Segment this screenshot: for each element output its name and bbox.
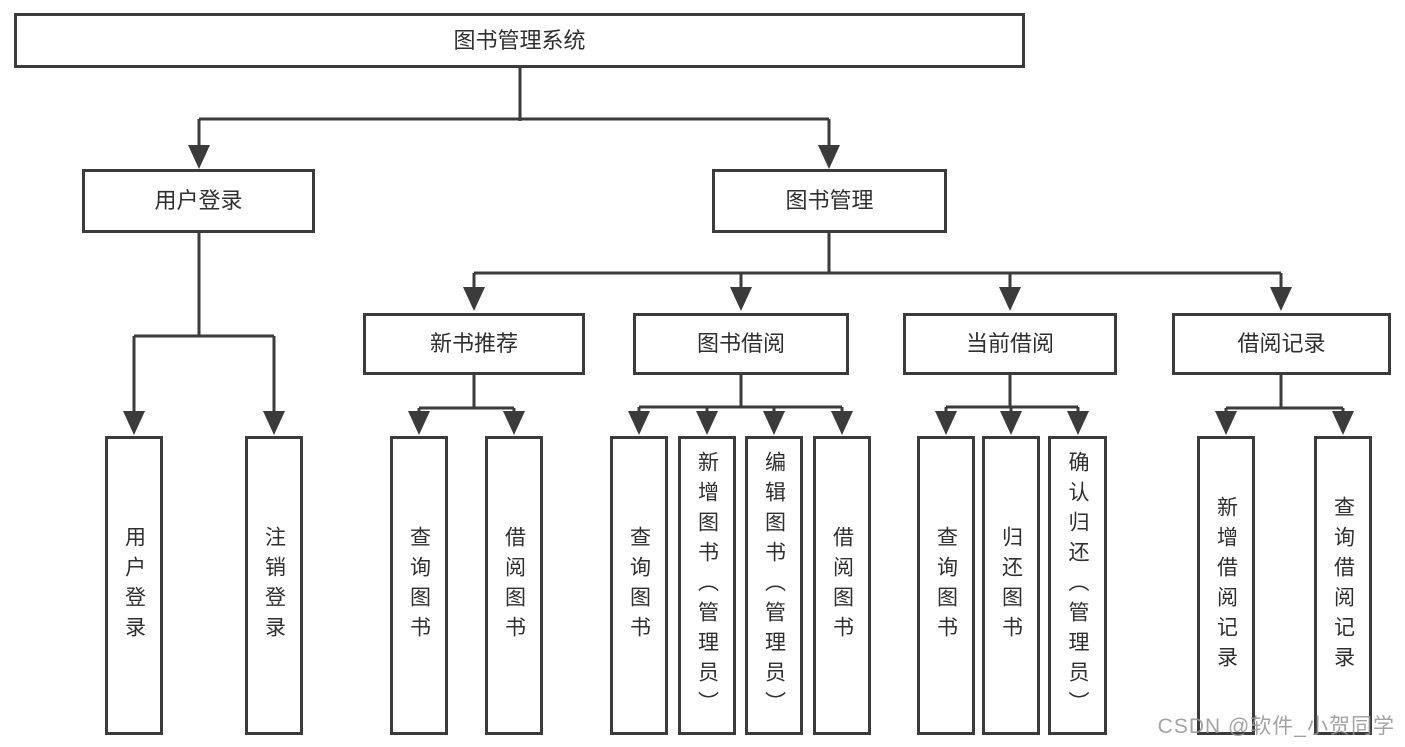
node-leaf-edit-book-admin: 编辑图书（管理员） bbox=[745, 436, 803, 735]
node-leaf-borrow-book-1: 借阅图书 bbox=[485, 436, 543, 735]
node-leaf-add-book-admin: 新增图书（管理员） bbox=[678, 436, 736, 735]
node-user-login: 用户登录 bbox=[82, 169, 315, 233]
watermark: CSDN @软件_小贺同学 bbox=[1157, 715, 1395, 738]
node-leaf-user-login: 用户登录 bbox=[105, 436, 163, 735]
node-leaf-logout: 注销登录 bbox=[245, 436, 303, 735]
node-leaf-confirm-return-admin: 确认归还（管理员） bbox=[1048, 436, 1107, 735]
node-book-borrow: 图书借阅 bbox=[633, 313, 849, 375]
node-leaf-return-book: 归还图书 bbox=[982, 436, 1040, 735]
node-leaf-query-borrow-record: 查询借阅记录 bbox=[1314, 436, 1372, 735]
node-leaf-query-book-3: 查询图书 bbox=[917, 436, 975, 735]
node-leaf-add-borrow-record: 新增借阅记录 bbox=[1197, 436, 1255, 735]
node-leaf-borrow-book-2: 借阅图书 bbox=[813, 436, 871, 735]
node-root: 图书管理系统 bbox=[14, 13, 1025, 68]
node-leaf-query-book-2: 查询图书 bbox=[610, 436, 668, 735]
node-new-book-recommend: 新书推荐 bbox=[363, 313, 585, 375]
node-book-management: 图书管理 bbox=[712, 169, 947, 233]
node-borrow-records: 借阅记录 bbox=[1172, 313, 1391, 375]
node-leaf-query-book-1: 查询图书 bbox=[390, 436, 448, 735]
node-current-borrow: 当前借阅 bbox=[903, 313, 1117, 375]
arrowheads bbox=[123, 145, 1354, 435]
